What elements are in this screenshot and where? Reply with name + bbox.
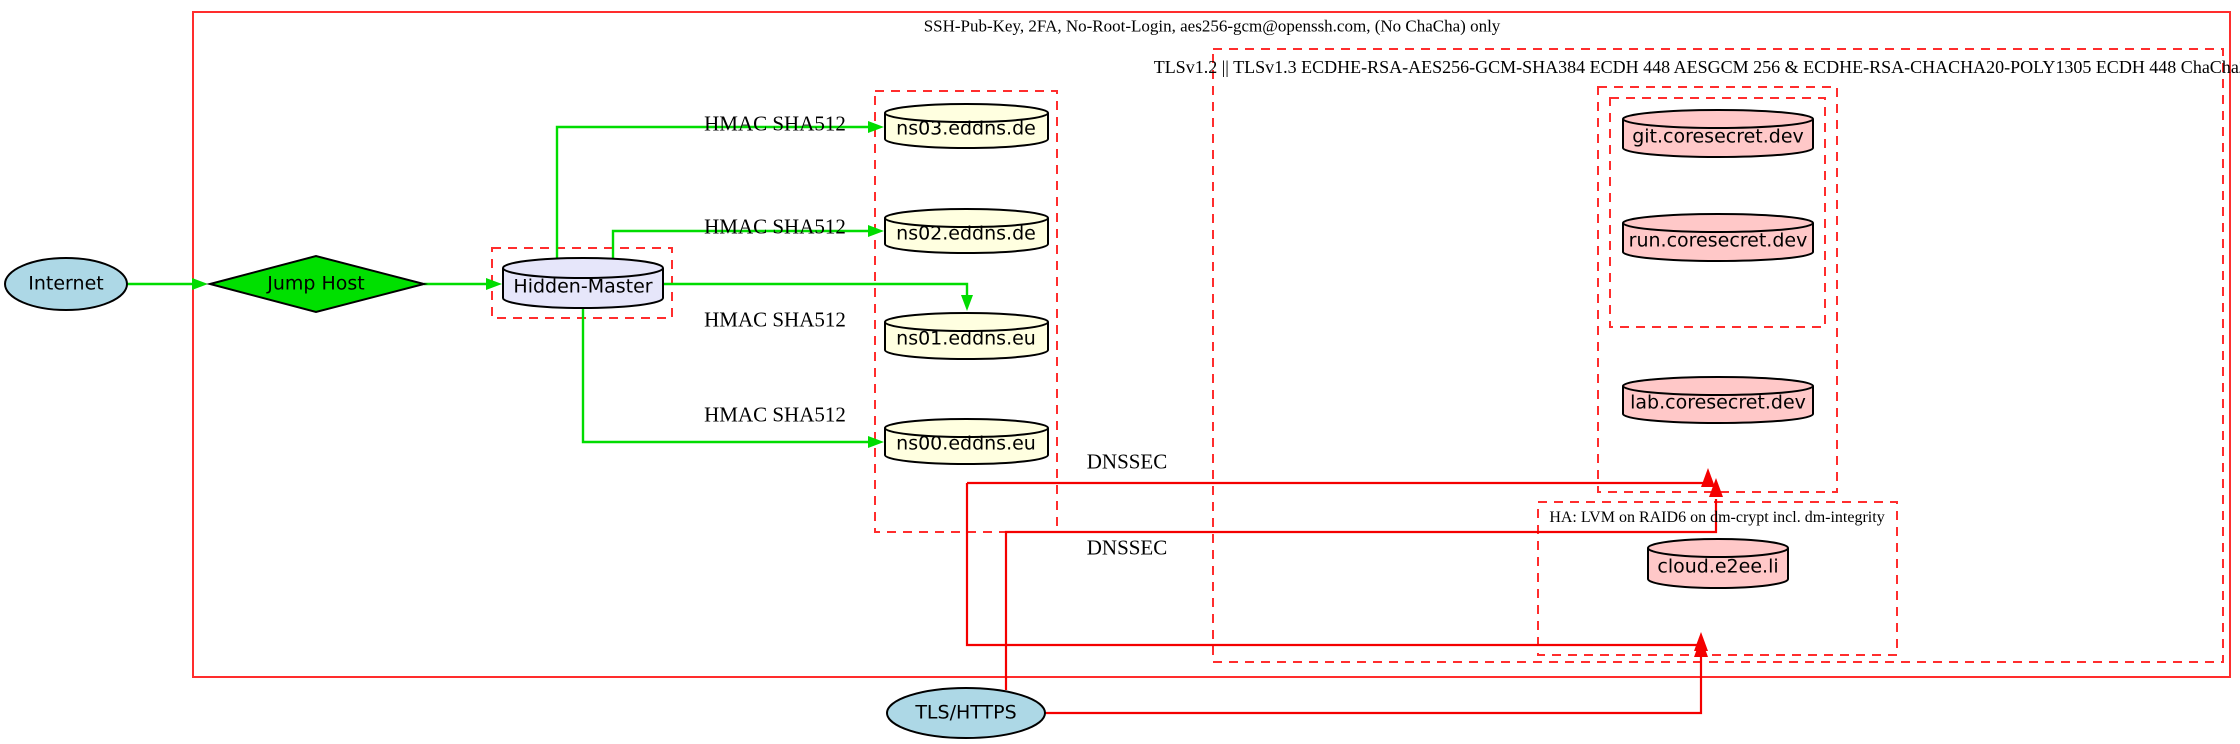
arrowhead-into-coresecret-1 — [1701, 468, 1715, 487]
edge-tlshttps-to-ha — [1045, 657, 1703, 715]
cylinder-top — [1622, 213, 1814, 233]
edge-label-hmac-ns01: HMAC SHA512 — [704, 307, 846, 332]
cylinder-top — [884, 103, 1049, 123]
cylinder-body — [502, 268, 664, 309]
cylinder-body — [884, 428, 1049, 465]
cluster-coresecret-inner-box — [1609, 97, 1826, 328]
cluster-coresecret-outer-box — [1597, 86, 1838, 493]
cluster-tls-box — [1212, 48, 2224, 663]
red-edges — [965, 481, 1718, 715]
edge-label-hmac-ns03: HMAC SHA512 — [704, 111, 846, 136]
edge-hiddenmaster-ns01 — [664, 282, 969, 295]
edge-hiddenmaster-ns03 — [555, 125, 868, 259]
arrowhead-into-hiddenmaster — [486, 278, 502, 290]
cluster-ssh-box — [192, 11, 2231, 678]
node-label-cloud: cloud.e2ee.li — [1657, 555, 1779, 578]
node-ns00-shape — [884, 418, 1049, 465]
node-ns02-shape — [884, 208, 1049, 254]
cluster-tls-label: TLSv1.2 || TLSv1.3 ECDHE-RSA-AES256-GCM-… — [1153, 57, 2240, 78]
node-lab-shape — [1622, 376, 1814, 424]
node-tlshttps-shape — [886, 687, 1046, 739]
node-label-ns01: ns01.eddns.eu — [896, 327, 1036, 350]
cylinder-top — [884, 312, 1049, 332]
cylinder-top — [884, 418, 1049, 438]
cluster-ha-box — [1537, 501, 1898, 656]
node-ns03-shape — [884, 103, 1049, 149]
node-run-shape — [1622, 213, 1814, 262]
node-label-git: git.coresecret.dev — [1632, 125, 1804, 148]
arrowhead-into-ns03 — [868, 121, 884, 133]
edge-dnssec-to-ha — [965, 483, 1701, 647]
edge-label-hmac-ns00: HMAC SHA512 — [704, 402, 846, 427]
cylinder-top — [1622, 109, 1814, 129]
node-label-tlshttps: TLS/HTTPS — [915, 701, 1017, 724]
arrowhead-into-ns01 — [961, 295, 973, 311]
node-label-ns00: ns00.eddns.eu — [896, 432, 1036, 455]
node-cloud-shape — [1647, 538, 1789, 589]
cluster-ha-label: HA: LVM on RAID6 on dm-crypt incl. dm-in… — [1549, 509, 1885, 527]
red-arrowheads — [1694, 468, 1723, 657]
node-label-hiddenmaster: Hidden-Master — [513, 275, 653, 298]
node-label-internet: Internet — [28, 272, 104, 295]
cylinder-body — [1622, 223, 1814, 262]
cluster-nameservers-box — [874, 90, 1058, 533]
edge-tlshttps-to-coresecret — [1004, 499, 1718, 690]
node-jumphost-shape — [206, 254, 428, 314]
cylinder-body — [884, 322, 1049, 360]
node-ns01-shape — [884, 312, 1049, 360]
cluster-ssh-label: SSH-Pub-Key, 2FA, No-Root-Login, aes256-… — [923, 16, 1501, 36]
arrowhead-into-coresecret-2 — [1709, 478, 1723, 497]
cylinder-top — [1622, 376, 1814, 396]
node-label-jumphost: Jump Host — [267, 272, 365, 295]
green-edges — [127, 125, 969, 444]
arrowhead-into-ha-2 — [1694, 638, 1708, 657]
green-arrowheads — [192, 121, 973, 448]
cylinder-body — [1622, 119, 1814, 158]
arrowhead-into-jumphost — [192, 278, 208, 290]
node-label-run: run.coresecret.dev — [1628, 229, 1808, 252]
cylinder-body — [1622, 386, 1814, 424]
node-git-shape — [1622, 109, 1814, 158]
arrowhead-into-ns00 — [868, 436, 884, 448]
edge-label-dnssec-2: DNSSEC — [1086, 535, 1168, 560]
arrowhead-into-ns02 — [868, 225, 884, 237]
node-hiddenmaster-shape — [502, 257, 664, 309]
edge-hiddenmaster-ns00 — [581, 308, 868, 444]
cylinder-top — [884, 208, 1049, 228]
cylinder-top — [502, 257, 664, 279]
cylinder-body — [1647, 548, 1789, 589]
cylinder-top — [1647, 538, 1789, 558]
node-label-lab: lab.coresecret.dev — [1630, 391, 1806, 414]
node-label-ns03: ns03.eddns.de — [896, 117, 1036, 140]
edge-hiddenmaster-ns02 — [611, 229, 868, 259]
edge-label-dnssec-1: DNSSEC — [1086, 449, 1168, 474]
node-internet-shape — [4, 257, 128, 311]
node-label-ns02: ns02.eddns.de — [896, 222, 1036, 245]
edge-label-hmac-ns02: HMAC SHA512 — [704, 214, 846, 239]
